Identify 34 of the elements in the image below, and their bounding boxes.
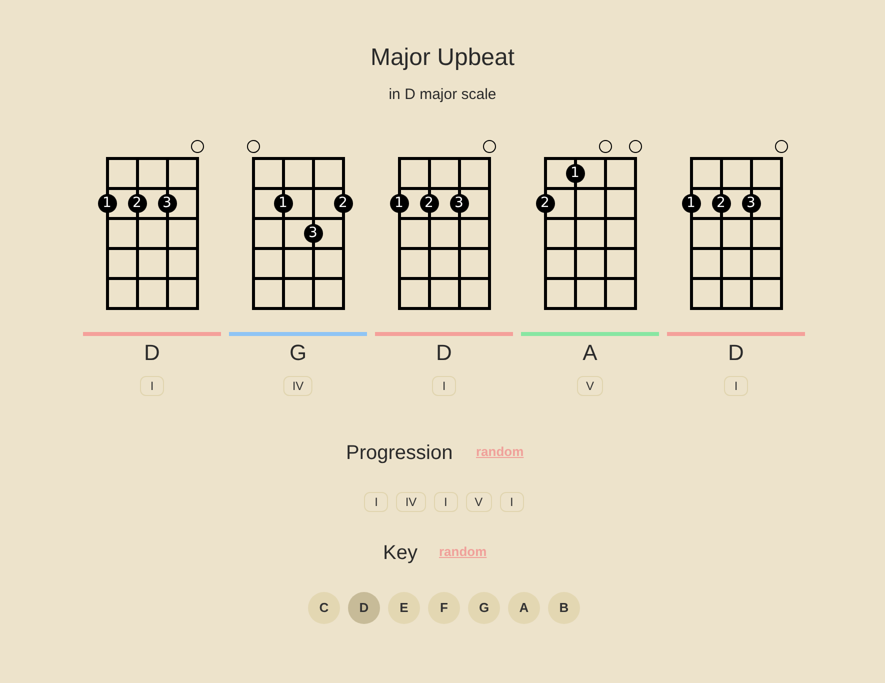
random-link: random: [476, 443, 524, 461]
chord-name: D: [144, 340, 160, 366]
numeral-badge: IV: [396, 492, 426, 512]
section-heading: Key: [383, 541, 418, 566]
open-string-marker: [628, 140, 642, 152]
key-button: C: [308, 592, 340, 624]
numeral-badge: IV: [283, 376, 313, 396]
title: Major Upbeat: [370, 43, 515, 73]
numeral-badge: I: [140, 376, 164, 396]
numeral-badge: V: [466, 492, 492, 512]
chord-name: D: [436, 340, 452, 366]
open-string-marker: [774, 140, 788, 152]
open-string-marker: [482, 140, 496, 152]
section-heading: Progression: [346, 441, 453, 466]
numeral-badge: I: [500, 492, 524, 512]
random-link: random: [439, 543, 487, 561]
key-button: F: [428, 592, 460, 624]
numeral-badge: V: [577, 376, 603, 396]
key-button: D: [348, 592, 380, 624]
key-button: A: [508, 592, 540, 624]
chord-name: D: [728, 340, 744, 366]
open-string-marker: [246, 140, 260, 152]
chord-name: G: [289, 340, 307, 366]
numeral-badge: I: [364, 492, 388, 512]
numeral-badge: I: [724, 376, 748, 396]
key-button: E: [388, 592, 420, 624]
chord-name: A: [582, 340, 598, 366]
key-button: G: [468, 592, 500, 624]
open-string-marker: [598, 140, 612, 152]
numeral-badge: I: [434, 492, 458, 512]
subtitle: in D major scale: [388, 85, 496, 105]
numeral-badge: I: [432, 376, 456, 396]
key-button: B: [548, 592, 580, 624]
open-string-marker: [190, 140, 204, 152]
